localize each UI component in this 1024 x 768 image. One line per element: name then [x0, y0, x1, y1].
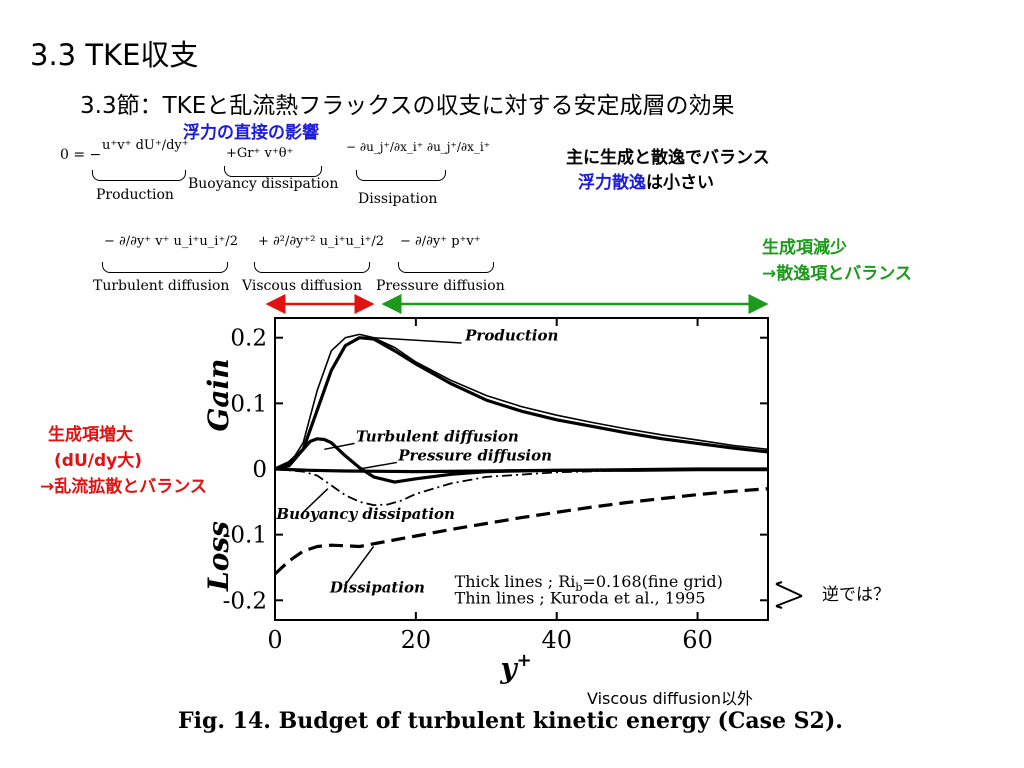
buoyancy-label: Buoyancy dissipation	[188, 176, 339, 192]
slide-title: 3.3 TKE収支	[30, 38, 199, 72]
y-tick-label: 0.2	[230, 326, 267, 352]
y-tick-label: 0	[252, 457, 267, 483]
label-production: Production	[464, 326, 558, 344]
slide-subtitle: 3.3節：TKEと乱流熱フラックスの収支に対する安定成層の効果	[80, 93, 735, 119]
buoyancy-expr: +Gr⁺ v⁺θ⁺	[226, 146, 294, 161]
buoyancy-direct-note: 浮力の直接の影響	[183, 123, 319, 143]
pressure-diffusion-expr: − ∂/∂y⁺ p⁺v⁺	[400, 234, 481, 249]
turbulent-diffusion-brace	[102, 262, 228, 273]
turbulent-diffusion-label: Turbulent diffusion	[93, 278, 230, 294]
pointer-production	[373, 336, 462, 344]
balance-note-line1: 主に生成と散逸でバランス	[566, 148, 770, 168]
x-tick-label: 20	[401, 626, 432, 654]
viscous-except-note: Viscous diffusion以外	[587, 689, 754, 708]
dissipation-expr: − ∂u_j⁺/∂x_i⁺ ∂u_j⁺/∂x_i⁺	[346, 140, 491, 154]
y-tick-label: -0.1	[223, 523, 267, 549]
x-axis-label: y+	[499, 650, 531, 685]
red-note-line1: 生成項増大	[48, 425, 133, 445]
dissipation-label: Dissipation	[358, 191, 438, 207]
equation-lhs: 0 = −	[60, 147, 102, 163]
red-note-line3: →乱流拡散とバランス	[40, 477, 207, 497]
pointer-buoyancy	[302, 488, 329, 513]
reverse-question-note: 逆では？	[822, 585, 890, 605]
x-tick-label: 40	[541, 626, 572, 654]
pressure-diffusion-label: Pressure diffusion	[376, 278, 505, 294]
legend-bracket-tips	[775, 581, 783, 609]
buoyancy-dissipation-highlight: 浮力散逸	[578, 173, 646, 193]
y-tick-label: 0.1	[230, 391, 267, 417]
buoyancy-brace	[224, 166, 322, 177]
label-turbulent-diffusion: Turbulent diffusion	[356, 427, 519, 445]
figure-caption: Fig. 14. Budget of turbulent kinetic ene…	[178, 708, 843, 734]
production-brace	[92, 170, 186, 181]
y-axis-label-gain: Gain	[202, 358, 235, 431]
axis-ticks: 0 20 40 60 0.2 0.1 0 -0.1 -0.2	[223, 318, 768, 654]
viscous-diffusion-brace	[254, 262, 370, 273]
series-lines	[273, 333, 769, 576]
legend-line1: Thick lines ; Rib=0.168(fine grid)	[455, 572, 723, 594]
pressure-diffusion-brace	[398, 262, 494, 273]
legend-line2: Thin lines ; Kuroda et al., 1995	[455, 589, 706, 608]
x-tick-label: 60	[682, 626, 713, 654]
pointer-pressure	[359, 461, 397, 470]
viscous-diffusion-label: Viscous diffusion	[242, 278, 362, 294]
dissipation-brace	[356, 170, 446, 181]
pointer-turbulent	[324, 442, 355, 451]
viscous-diffusion-expr: + ∂²/∂y⁺² u_i⁺u_i⁺/2	[258, 234, 385, 249]
series-line-dissipation-dashed	[273, 487, 769, 576]
series-line-production-thick	[274, 336, 769, 471]
label-pressure-diffusion: Pressure diffusion	[397, 446, 552, 464]
label-buoyancy-dissipation: Buoyancy dissipation	[275, 505, 455, 523]
green-note-line2: →散逸項とバランス	[762, 264, 912, 284]
y-tick-label: -0.2	[223, 588, 267, 614]
x-tick-label: 0	[267, 626, 282, 654]
series-line-buoyancy-dissipation-dashdot	[274, 468, 769, 506]
label-dissipation: Dissipation	[329, 578, 425, 596]
series-line-pressure-diffusion-thick	[274, 467, 768, 474]
pointer-dissipation	[344, 546, 375, 585]
production-label: Production	[96, 187, 174, 203]
green-note-line1: 生成項減少	[762, 238, 847, 258]
series-line-production-thin	[274, 333, 769, 470]
y-axis-label-loss: Loss	[202, 521, 235, 592]
legend-bracket	[775, 583, 803, 607]
production-expr: u⁺v⁺ dU⁺/dy⁺	[102, 138, 189, 153]
balance-note-line2-rest: は小さい	[646, 173, 714, 193]
balance-note-line2: 浮力散逸は小さい	[578, 168, 714, 193]
red-note-line2: (dU/dy大)	[54, 451, 142, 471]
turbulent-diffusion-expr: − ∂/∂y⁺ v⁺ u_i⁺u_i⁺/2	[104, 234, 238, 249]
